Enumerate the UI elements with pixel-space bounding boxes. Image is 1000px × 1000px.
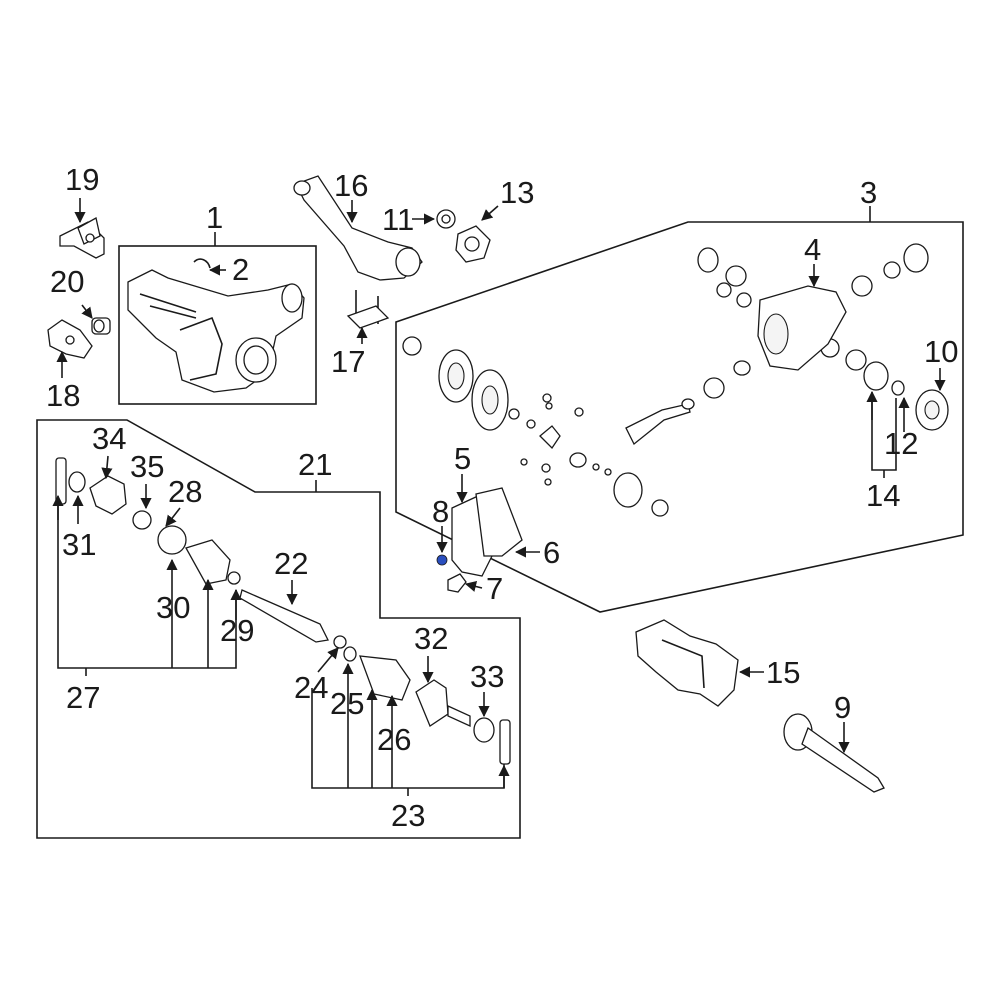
housing-tube-part (635, 619, 739, 707)
callout-27[interactable]: 27 (66, 680, 100, 715)
callout-17[interactable]: 17 (331, 344, 365, 379)
callout-23[interactable]: 23 (391, 798, 425, 833)
callout-15[interactable]: 15 (766, 655, 800, 690)
axle-shaft-part (783, 713, 885, 793)
callout-3[interactable]: 3 (860, 175, 877, 210)
seal-part (436, 209, 456, 229)
gasket-part (475, 487, 523, 557)
differential-components (402, 243, 929, 517)
callout-6[interactable]: 6 (543, 535, 560, 570)
ring-gear-part (915, 389, 949, 431)
callout-1[interactable]: 1 (206, 200, 223, 235)
callout-11[interactable]: 11 (382, 202, 414, 237)
group-box-axle-housing (118, 245, 317, 405)
drive-shaft-components (55, 457, 511, 765)
callout-22[interactable]: 22 (274, 546, 308, 581)
callout-28[interactable]: 28 (168, 474, 202, 509)
callout-13[interactable]: 13 (500, 175, 534, 210)
breather-hose-part (193, 258, 211, 269)
callout-34[interactable]: 34 (92, 421, 126, 456)
bolt-part-highlighted (436, 554, 448, 566)
callout-20[interactable]: 20 (50, 264, 84, 299)
leader-lines (52, 198, 946, 796)
callout-35[interactable]: 35 (130, 449, 164, 484)
callout-5[interactable]: 5 (454, 441, 471, 476)
callout-16[interactable]: 16 (334, 168, 368, 203)
callout-8[interactable]: 8 (432, 494, 449, 529)
callout-29[interactable]: 29 (220, 613, 254, 648)
callout-7[interactable]: 7 (486, 571, 503, 606)
axle-housing-part (127, 269, 305, 393)
drain-plug-part (447, 573, 467, 593)
callout-2[interactable]: 2 (232, 252, 249, 287)
group-box-drive-shaft (36, 419, 521, 839)
group-box-differential (395, 221, 964, 613)
stud-bracket-part (346, 290, 390, 329)
flange-part (455, 225, 491, 263)
mount-arm-part (293, 175, 423, 281)
bearing-part (863, 361, 889, 391)
mount-bracket-part (59, 217, 105, 259)
callout-12[interactable]: 12 (884, 426, 918, 461)
carrier-case-part (757, 285, 847, 371)
callout-31[interactable]: 31 (62, 527, 96, 562)
callout-4[interactable]: 4 (804, 232, 821, 267)
callout-labels: 19 1 2 20 18 16 17 11 13 3 4 10 12 14 5 … (46, 162, 958, 833)
callout-25[interactable]: 25 (330, 686, 364, 721)
callout-18[interactable]: 18 (46, 378, 80, 413)
callout-24[interactable]: 24 (294, 670, 328, 705)
callout-26[interactable]: 26 (377, 722, 411, 757)
callout-9[interactable]: 9 (834, 690, 851, 725)
bushing-part (91, 317, 111, 335)
callout-21[interactable]: 21 (298, 447, 332, 482)
callout-32[interactable]: 32 (414, 621, 448, 656)
callout-19[interactable]: 19 (65, 162, 99, 197)
lower-bracket-part (47, 319, 93, 359)
callout-14[interactable]: 14 (866, 478, 900, 513)
callout-10[interactable]: 10 (924, 334, 958, 369)
callout-30[interactable]: 30 (156, 590, 190, 625)
callout-33[interactable]: 33 (470, 659, 504, 694)
nut-part (891, 380, 905, 396)
